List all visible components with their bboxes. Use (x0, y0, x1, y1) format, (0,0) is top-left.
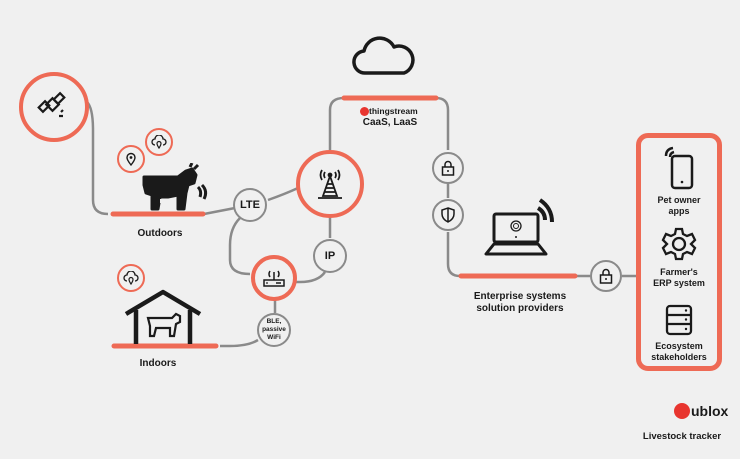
wifi-router-icon (263, 270, 285, 287)
shield-node (432, 199, 464, 231)
cow-icon (142, 163, 208, 211)
ublox-logo: ublox (674, 403, 728, 419)
thingstream-logo-dot (360, 106, 369, 116)
stakeholders-panel: Pet owner apps Farmer's ERP system Ecosy… (636, 133, 722, 371)
lock-node-1 (432, 152, 464, 184)
panel-label-2a: Farmer's (660, 267, 698, 277)
panel-label-1b: apps (668, 206, 690, 216)
panel-item-pet-owner-apps: Pet owner apps (641, 146, 717, 217)
enterprise-label: Enterprise systems solution providers (450, 291, 590, 315)
server-icon (665, 304, 693, 336)
indoors-label: Indoors (139, 358, 177, 369)
panel-label-1a: Pet owner (657, 195, 701, 205)
cloud-location-node-outdoors (145, 128, 173, 156)
satellite-node (19, 72, 89, 142)
gear-icon (661, 227, 697, 261)
thingstream-logo: thingstream (360, 106, 418, 116)
cloud-icon (352, 36, 415, 75)
location-pin-node (117, 145, 145, 173)
panel-label-2b: ERP system (653, 278, 705, 288)
smartphone-icon (664, 146, 694, 190)
outdoors-label: Outdoors (137, 228, 183, 239)
ip-node: IP (313, 239, 347, 273)
lock-icon (599, 268, 613, 284)
lte-label: LTE (240, 199, 260, 211)
ublox-logo-dot (674, 403, 690, 419)
location-pin-icon (126, 152, 136, 166)
lock-icon (441, 160, 455, 176)
cell-tower-icon (318, 169, 342, 199)
panel-item-erp-system: Farmer's ERP system (641, 226, 717, 289)
panel-label-3a: Ecosystem (655, 341, 703, 351)
caas-laas-label: CaaS, LaaS (362, 117, 418, 128)
thingstream-label: thingstream (369, 106, 418, 116)
enterprise-label-line2: solution providers (476, 303, 564, 314)
cloud-location-node-indoors (117, 264, 145, 292)
enterprise-label-line1: Enterprise systems (473, 291, 567, 302)
cloud-location-icon (123, 271, 139, 285)
barn-icon (124, 289, 202, 344)
shield-icon (441, 207, 455, 223)
cell-tower-node (296, 150, 364, 218)
panel-item-ecosystem-stakeholders: Ecosystem stakeholders (641, 304, 717, 363)
ip-label: IP (324, 250, 336, 262)
satellite-icon (37, 91, 66, 118)
lte-node: LTE (233, 188, 267, 222)
laptop-icon (484, 198, 554, 256)
ublox-logo-text: ublox (691, 403, 729, 419)
lock-node-2 (590, 260, 622, 292)
router-node (251, 255, 297, 301)
panel-label-3b: stakeholders (651, 352, 707, 362)
cloud-location-icon (151, 135, 167, 149)
caption-label: Livestock tracker (642, 431, 722, 442)
